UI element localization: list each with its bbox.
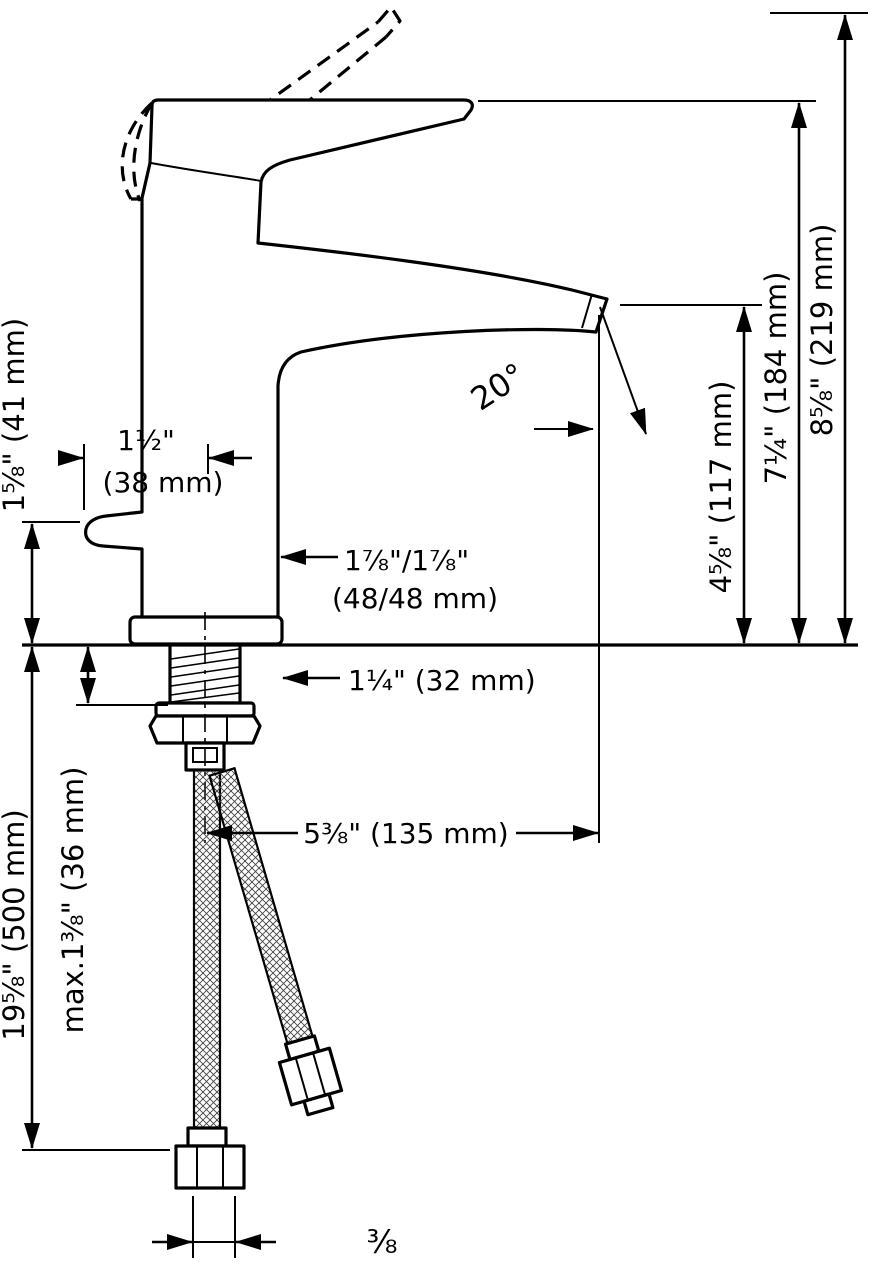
hose-angled xyxy=(208,766,314,1046)
inlet-offset-inch-label: 1⅞"/1⅞" xyxy=(344,544,469,577)
hose-angled-nut-facet-right xyxy=(312,1052,327,1096)
dimension-hose-length: 19⅝" (500 mm) xyxy=(0,646,170,1151)
handle-projection-inch-label: 1½" xyxy=(117,424,175,457)
max-mounting-thickness-label: max.1⅜" (36 mm) xyxy=(56,767,90,1034)
hose-angled-nut-facet-left xyxy=(294,1057,309,1101)
hose-angled-tip xyxy=(302,1092,335,1117)
spout-height-label: 4⅝" (117 mm) xyxy=(704,381,738,594)
escutcheon-base xyxy=(128,615,284,646)
dimension-mounting-hole: 1¼" (32 mm) xyxy=(282,664,536,697)
dimension-spout-reach: 5⅜" (135 mm) xyxy=(206,315,600,850)
spray-angle-label: 20° xyxy=(464,355,532,418)
dimension-inlet-offset: 1⅞"/1⅞" (48/48 mm) xyxy=(280,544,498,615)
faucet-body xyxy=(84,98,609,646)
dimension-hose-connection: ⅜ xyxy=(152,1196,398,1261)
dimension-max-mounting-thickness: max.1⅜" (36 mm) xyxy=(56,646,168,1034)
dimension-handle-projection: 1½" (38 mm) xyxy=(58,424,252,510)
below-deck-assembly xyxy=(148,612,262,843)
handle-projection-mm-label: (38 mm) xyxy=(103,466,224,499)
raised-lever-tip xyxy=(376,5,402,39)
hose-straight-nut xyxy=(174,1144,246,1190)
overall-height-label: 8⅝" (219 mm) xyxy=(805,224,839,437)
supply-hoses xyxy=(174,766,344,1190)
hose-length-label: 19⅝" (500 mm) xyxy=(0,809,31,1040)
hose-angled-fitting xyxy=(277,1034,344,1117)
dimension-overall-height: 8⅝" (219 mm) xyxy=(770,12,868,644)
handle-swing-arc-inner xyxy=(132,102,154,202)
handle-body-seam xyxy=(150,162,262,182)
handle-swing-arc-outer xyxy=(120,101,154,200)
dimension-lever-height: 1⅝" (41 mm) xyxy=(0,318,80,644)
hose-straight-collar xyxy=(186,1126,228,1148)
spray-angle-line xyxy=(599,306,647,435)
hose-connection-size-label: ⅜ xyxy=(366,1223,397,1261)
hose-straight xyxy=(192,768,222,1130)
inlet-offset-mm-label: (48/48 mm) xyxy=(332,582,498,615)
mounting-hole-label: 1¼" (32 mm) xyxy=(348,664,536,697)
height-to-top-label: 7¼" (184 mm) xyxy=(759,272,793,485)
faucet-outline xyxy=(84,98,609,621)
dimension-spout-height: 4⅝" (117 mm) xyxy=(620,304,762,644)
spout-reach-label: 5⅜" (135 mm) xyxy=(303,817,508,850)
lever-height-label: 1⅝" (41 mm) xyxy=(0,318,31,512)
aerator-separation-line xyxy=(581,293,593,329)
dimension-height-to-top: 7¼" (184 mm) xyxy=(478,100,816,644)
